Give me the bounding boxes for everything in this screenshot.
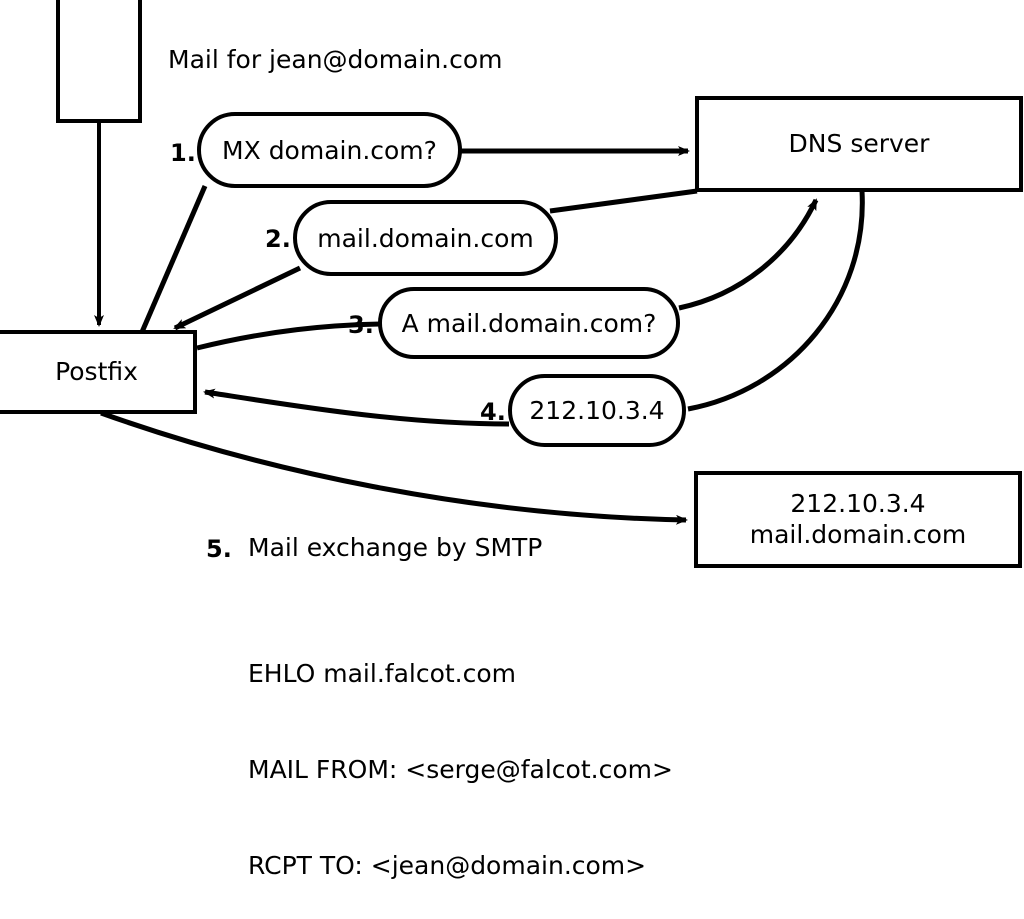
connector-step4-to-postfix bbox=[203, 388, 510, 427]
step-3-number: 3. bbox=[348, 311, 374, 339]
connector-postfix-to-mailserver bbox=[100, 410, 688, 525]
step-1-bubble-label: MX domain.com? bbox=[222, 135, 437, 165]
connector-postfix-to-step3 bbox=[196, 321, 381, 351]
step-3-bubble: A mail.domain.com? bbox=[378, 287, 680, 359]
step-4-bubble: 212.10.3.4 bbox=[508, 374, 686, 447]
postfix-label: Postfix bbox=[55, 356, 138, 386]
connector-dns-to-step4 bbox=[687, 190, 865, 412]
dns-server-box: DNS server bbox=[695, 96, 1023, 192]
step-1-number: 1. bbox=[170, 139, 196, 167]
smtp-transcript: EHLO mail.falcot.com MAIL FROM: <serge@f… bbox=[248, 594, 673, 919]
mail-for-note: Mail for jean@domain.com bbox=[168, 45, 503, 74]
step-4-number: 4. bbox=[480, 398, 506, 426]
step-2-bubble-label: mail.domain.com bbox=[317, 223, 534, 253]
connector-dns-to-step2 bbox=[549, 188, 698, 214]
sender-host-box bbox=[56, 0, 142, 123]
mail-server-hostname: mail.domain.com bbox=[749, 519, 967, 549]
mail-server-box: 212.10.3.4 mail.domain.com bbox=[694, 471, 1022, 568]
connector-step1-tail bbox=[139, 185, 208, 333]
step-1-bubble: MX domain.com? bbox=[197, 112, 462, 188]
step-5-number: 5. bbox=[206, 535, 232, 563]
step-5-label: Mail exchange by SMTP bbox=[248, 533, 543, 562]
connector-step3-to-dns bbox=[678, 198, 819, 311]
dns-server-label: DNS server bbox=[788, 128, 930, 158]
smtp-line: MAIL FROM: <serge@falcot.com> bbox=[248, 755, 673, 784]
step-2-bubble: mail.domain.com bbox=[293, 200, 558, 276]
postfix-box: Postfix bbox=[0, 330, 197, 414]
step-3-bubble-label: A mail.domain.com? bbox=[401, 308, 657, 338]
smtp-line: RCPT TO: <jean@domain.com> bbox=[248, 851, 647, 880]
connector-step2-to-postfix bbox=[173, 265, 302, 331]
step-2-number: 2. bbox=[265, 225, 291, 253]
mail-server-ip: 212.10.3.4 bbox=[790, 489, 926, 518]
smtp-line: EHLO mail.falcot.com bbox=[248, 659, 517, 688]
step-4-bubble-label: 212.10.3.4 bbox=[529, 396, 665, 425]
